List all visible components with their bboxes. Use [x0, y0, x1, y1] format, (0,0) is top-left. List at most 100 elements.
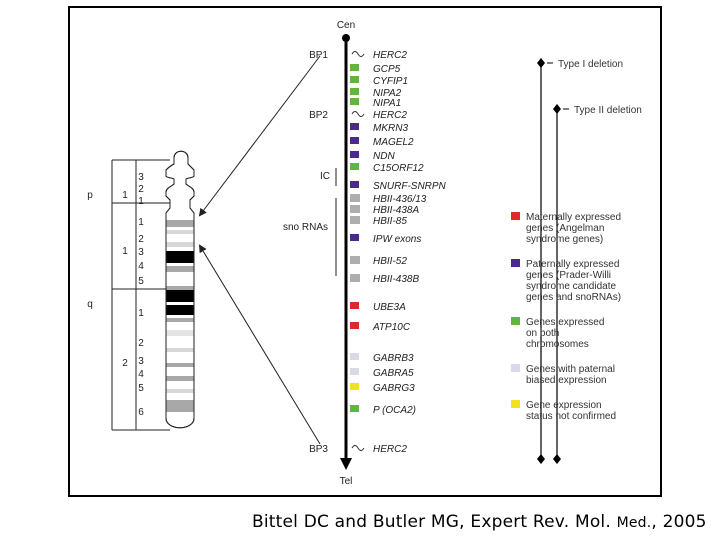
- chromosome-axis: [340, 34, 352, 470]
- gene-label: HBII-438B: [373, 274, 419, 285]
- legend-text: biased expression: [526, 375, 607, 386]
- gene-label: SNURF-SNRPN: [373, 181, 447, 192]
- citation: Bittel DC and Butler MG, Expert Rev. Mol…: [252, 512, 707, 532]
- gene-label: HERC2: [373, 50, 407, 61]
- gene-label: MAGEL2: [373, 137, 414, 148]
- deletion-label: Type I deletion: [558, 59, 623, 70]
- legend-text: genes (Angelman: [526, 223, 604, 234]
- legend-text: Genes expressed: [526, 317, 604, 328]
- band-label: 1: [138, 217, 144, 228]
- breakpoint-marker: [351, 445, 365, 451]
- legend-swatch: [511, 259, 520, 267]
- legend-swatch: [511, 400, 520, 408]
- ic-region: IC: [320, 168, 337, 186]
- gene-marker: [350, 383, 359, 390]
- citation-journal-abbrev: Med.: [616, 515, 652, 531]
- gene-marker: [350, 181, 359, 188]
- legend-text: chromosomes: [526, 339, 589, 350]
- gene-label: HBII-436/13: [373, 194, 427, 205]
- snorna-label: sno RNAs: [283, 222, 328, 233]
- legend-swatch: [511, 317, 520, 325]
- gene-label: GCP5: [373, 64, 401, 75]
- gene-marker: [350, 76, 359, 83]
- citation-year: , 2005: [651, 512, 707, 532]
- breakpoint-label: BP2: [309, 110, 328, 121]
- legend-text: genes and snoRNAs): [526, 292, 621, 303]
- gene-marker: [350, 163, 359, 170]
- telomere-label: Tel: [340, 476, 353, 487]
- gene-label: GABRB3: [373, 353, 414, 364]
- region-label: 1: [122, 246, 128, 257]
- gene-label: NIPA1: [373, 98, 401, 109]
- band-label: 2: [138, 234, 144, 245]
- arm-label: q: [87, 299, 93, 310]
- band-label: 2: [138, 184, 144, 195]
- gene-label: HBII-52: [373, 256, 407, 267]
- legend-text: on both: [526, 328, 559, 339]
- band-label: 1: [138, 196, 144, 207]
- legend-text: Gene expression: [526, 400, 602, 411]
- breakpoint-label: BP1: [309, 50, 328, 61]
- band-label: 3: [138, 356, 144, 367]
- deletion-endpoint: [553, 104, 561, 114]
- gene-label: P (OCA2): [373, 405, 416, 416]
- gene-label: NIPA2: [373, 88, 402, 99]
- gene-marker: [350, 302, 359, 309]
- gene-marker: [350, 137, 359, 144]
- gene-marker: [350, 405, 359, 412]
- gene-marker: [350, 368, 359, 375]
- gene-label: GABRG3: [373, 383, 415, 394]
- gene-label: HERC2: [373, 444, 407, 455]
- region-label: 1: [122, 190, 128, 201]
- zoom-lines: [198, 55, 321, 445]
- region-label: 2: [122, 358, 128, 369]
- gene-label: ATP10C: [372, 322, 411, 333]
- band-label: 2: [138, 338, 144, 349]
- breakpoint-marker: [351, 111, 365, 117]
- band-label: 4: [138, 261, 144, 272]
- gene-markers: [350, 51, 365, 451]
- gene-label: HBII-85: [373, 216, 407, 227]
- chromosome-ideogram: [165, 150, 195, 429]
- legend-text: genes (Prader-Willi: [526, 270, 611, 281]
- gene-label: HERC2: [373, 110, 407, 121]
- legend-text: Paternally expressed: [526, 259, 619, 270]
- deletion-endpoint: [553, 454, 561, 464]
- gene-marker: [350, 64, 359, 71]
- breakpoint-label: BP3: [309, 444, 328, 455]
- arm-label: p: [87, 190, 93, 201]
- gene-label: MKRN3: [373, 123, 408, 134]
- deletion-endpoint: [537, 454, 545, 464]
- legend-text: Maternally expressed: [526, 212, 621, 223]
- gene-marker: [350, 98, 359, 105]
- snorna-region: sno RNAs: [283, 198, 337, 276]
- legend-swatch: [511, 212, 520, 220]
- band-label: 3: [138, 172, 144, 183]
- gene-label: C15ORF12: [373, 163, 424, 174]
- band-label: 1: [138, 308, 144, 319]
- gene-labels: HERC2GCP5CYFIP1NIPA2NIPA1HERC2MKRN3MAGEL…: [372, 50, 447, 455]
- gene-marker: [350, 353, 359, 360]
- ic-label: IC: [320, 171, 330, 182]
- gene-marker: [350, 234, 359, 241]
- citation-main: Bittel DC and Butler MG, Expert Rev. Mol…: [252, 512, 611, 532]
- gene-label: IPW exons: [373, 234, 421, 245]
- gene-marker: [350, 151, 359, 158]
- gene-label: HBII-438A: [373, 205, 419, 216]
- gene-label: GABRA5: [373, 368, 414, 379]
- legend-swatch: [511, 364, 520, 372]
- band-label: 5: [138, 276, 144, 287]
- gene-label: NDN: [373, 151, 395, 162]
- legend-text: Genes with paternal: [526, 364, 615, 375]
- breakpoint-marker: [351, 51, 365, 57]
- deletion-endpoint: [537, 58, 545, 68]
- legend-text: syndrome genes): [526, 234, 603, 245]
- gene-label: UBE3A: [373, 302, 406, 313]
- legend-text: syndrome candidate: [526, 281, 616, 292]
